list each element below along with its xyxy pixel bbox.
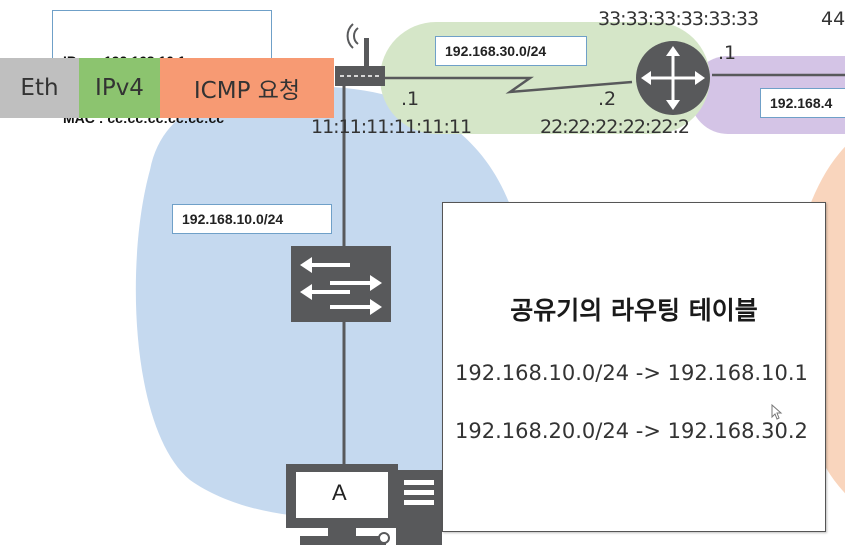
pc-label: A [332,480,347,505]
routing-table-panel: 공유기의 라우팅 테이블 192.168.10.0/24 -> 192.168.… [442,202,826,532]
router-mac: 11:11:11:11:11:11 [311,116,472,138]
routing-table-row: 192.168.10.0/24 -> 192.168.10.1 [455,361,808,385]
routing-table-row: 192.168.20.0/24 -> 192.168.30.2 [455,419,808,443]
router-lan-ip: .1 [401,88,420,110]
routing-table-title: 공유기의 라우팅 테이블 [510,296,758,325]
pc-icon [286,464,442,545]
wan-mac: 22:22:22:22:22:2 [540,116,690,138]
packet-icmp-request: ICMP 요청 [160,58,334,118]
switch-icon [291,246,391,322]
mouse-cursor-icon [771,404,783,420]
host-info-box: IP : 192.168.10.1 MAC : cc:cc:cc:cc:cc:c… [52,10,272,126]
right-network-label: 192.168.4 [760,88,845,118]
packet-ipv4-header: IPv4 [79,58,160,118]
isp-router-ip: .1 [718,42,737,64]
lan-network-label: 192.168.10.0/24 [172,204,332,234]
packet-eth-header: Eth [0,58,79,118]
isp-router-icon [636,41,710,115]
router-wan-ip: .2 [598,88,617,110]
isp-mac: 33:33:33:33:33:33 [598,8,759,30]
wifi-router-icon [335,23,385,86]
wan-link [370,76,633,94]
edge-partial-text: 44 [821,8,845,30]
wan-network-label: 192.168.30.0/24 [435,36,587,66]
